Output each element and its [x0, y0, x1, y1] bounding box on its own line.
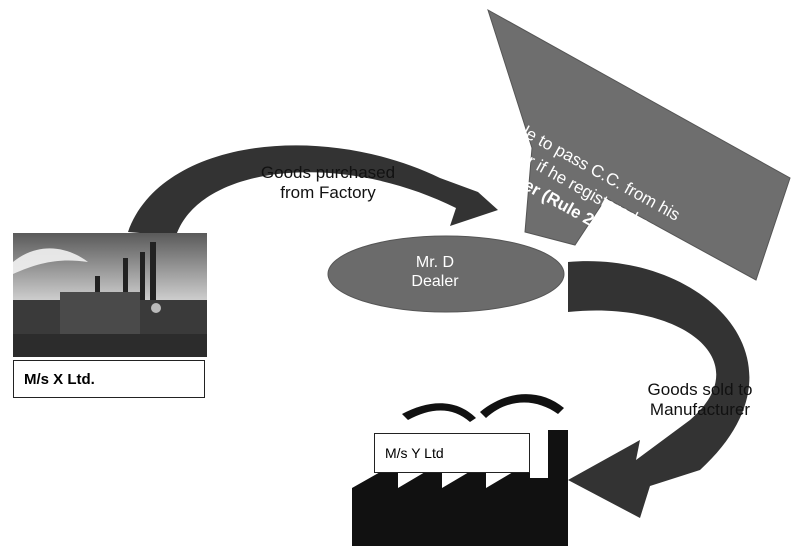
dealer-label: Mr. D Dealer — [360, 253, 510, 291]
supplier-label-box: M/s X Ltd. — [13, 360, 205, 398]
goods-sold-line1: Goods sold to — [647, 380, 753, 399]
goods-purchased-label: Goods purchased from Factory — [228, 163, 428, 204]
smoke-arc-left — [402, 403, 476, 422]
supplier-label: M/s X Ltd. — [24, 370, 95, 388]
dealer-name: Mr. D — [415, 254, 455, 271]
factory-photo — [13, 233, 207, 357]
goods-purchased-line2: from Factory — [280, 183, 376, 203]
dealer-node — [327, 235, 565, 313]
goods-sold-line2: Manufacturer — [649, 400, 751, 420]
note-arrow — [487, 8, 791, 281]
goods-purchased-line1: Goods purchased — [260, 163, 396, 182]
manufacturer-label: M/s Y Ltd — [385, 445, 444, 461]
smoke-arc-right — [480, 394, 564, 418]
manufacturer-label-box: M/s Y Ltd — [374, 433, 530, 473]
manufacturer-silhouette — [352, 394, 568, 546]
goods-sold-label: Goods sold to Manufacturer — [620, 380, 780, 421]
sale-arrow — [568, 261, 750, 518]
dealer-role: Dealer — [411, 273, 459, 291]
purchase-arrow — [128, 145, 498, 236]
